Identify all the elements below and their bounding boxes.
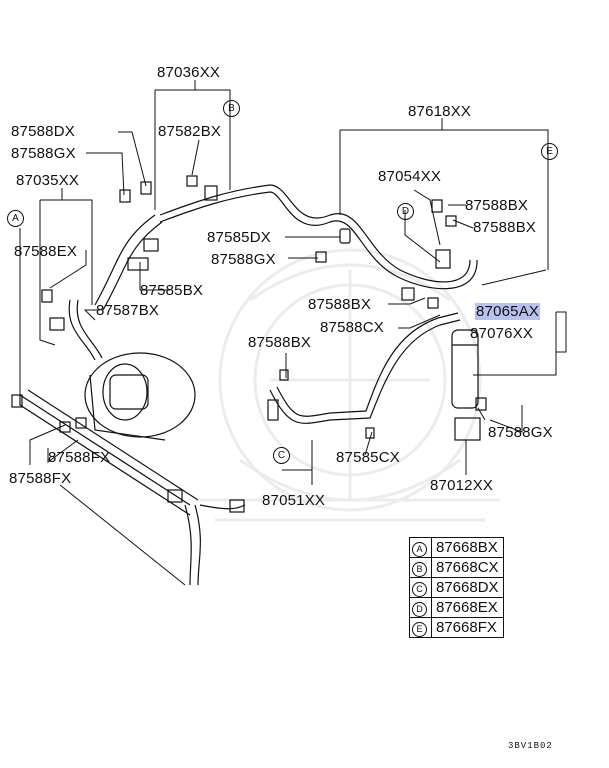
part-label-87035xx[interactable]: 87035XX [16,172,80,189]
hoses-and-pipes [11,175,487,586]
callout-e: E [541,143,558,160]
legend-part: 87668CX [431,557,504,578]
part-label-87065ax[interactable]: 87065AX [475,303,541,320]
part-label-87587bx[interactable]: 87587BX [96,302,160,319]
part-label-87588gx-mid[interactable]: 87588GX [211,251,276,268]
legend-key: E [412,621,427,637]
callout-b: B [223,100,240,117]
part-label-87585dx[interactable]: 87585DX [207,229,271,246]
part-label-87588bx-r1[interactable]: 87588BX [465,197,529,214]
part-label-87588bx-r2[interactable]: 87588BX [473,219,537,236]
legend-key: C [412,581,427,597]
part-label-87582bx[interactable]: 87582BX [158,123,222,140]
part-label-87036xx[interactable]: 87036XX [157,64,221,81]
part-label-87588gx-top[interactable]: 87588GX [11,145,76,162]
part-label-87588dx[interactable]: 87588DX [11,123,75,140]
part-label-87588gx-right[interactable]: 87588GX [488,424,553,441]
callout-d: D [397,203,414,220]
callout-legend-table: A 87668BX B 87668CX C 87668DX D 87668EX … [409,537,504,638]
callout-c: C [273,447,290,464]
part-label-87051xx[interactable]: 87051XX [262,492,326,509]
legend-row[interactable]: C 87668DX [409,577,504,598]
part-label-87054xx[interactable]: 87054XX [378,168,442,185]
part-label-87588ex[interactable]: 87588EX [14,243,78,260]
part-label-87012xx[interactable]: 87012XX [430,477,494,494]
part-label-87076xx[interactable]: 87076XX [470,325,534,342]
part-label-87588fx-a[interactable]: 87588FX [48,449,111,466]
drawing-code: 3BV1B02 [508,741,553,751]
part-label-87618xx[interactable]: 87618XX [408,103,472,120]
leader-lines [19,80,567,586]
part-label-87585cx[interactable]: 87585CX [336,449,400,466]
legend-row[interactable]: A 87668BX [409,537,504,558]
callout-a: A [7,210,24,227]
watermark-emblem [200,248,500,522]
part-label-87588fx-b[interactable]: 87588FX [9,470,72,487]
legend-row[interactable]: D 87668EX [409,597,504,618]
legend-key: D [412,601,427,617]
part-label-87588cx[interactable]: 87588CX [320,319,384,336]
part-label-87585bx[interactable]: 87585BX [140,282,204,299]
legend-part: 87668BX [431,537,504,558]
part-label-87588bx-mid[interactable]: 87588BX [308,296,372,313]
legend-key: A [412,541,427,557]
part-label-87588bx-low[interactable]: 87588BX [248,334,312,351]
legend-row[interactable]: B 87668CX [409,557,504,578]
legend-part: 87668DX [431,577,504,598]
legend-part: 87668FX [431,617,504,638]
legend-part: 87668EX [431,597,504,618]
legend-row[interactable]: E 87668FX [409,617,504,638]
legend-key: B [412,561,427,577]
